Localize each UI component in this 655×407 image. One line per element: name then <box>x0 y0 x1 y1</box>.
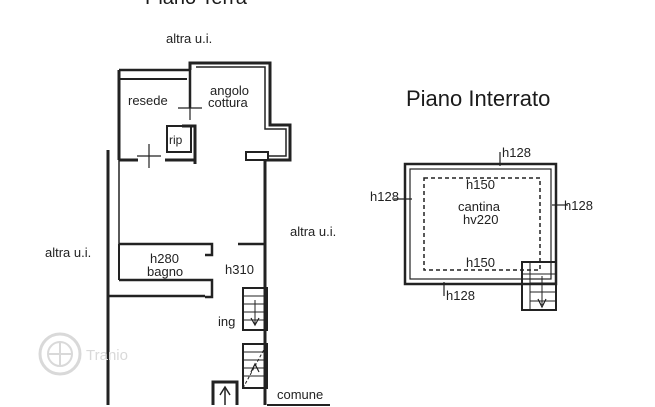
basement-h150-top: h150 <box>466 177 495 192</box>
ground-floor-walls <box>106 61 330 406</box>
basement-cantina: cantina <box>458 199 501 214</box>
label-bagno: bagno <box>147 264 183 279</box>
basement-walls <box>394 152 568 311</box>
label-ing: ing <box>218 314 235 329</box>
basement-hv220: hv220 <box>463 212 498 227</box>
label-altra-top: altra u.i. <box>166 31 212 46</box>
ground-floor-title: Piano Terra <box>145 0 248 9</box>
label-altra-right: altra u.i. <box>290 224 336 239</box>
basement-h150-bottom: h150 <box>466 255 495 270</box>
label-comune: comune <box>277 387 323 402</box>
basement-h128-right: h128 <box>564 198 593 213</box>
basement-h128-bottom: h128 <box>446 288 475 303</box>
label-angolo: angolo <box>210 83 249 98</box>
label-resede: resede <box>128 93 168 108</box>
basement-h128-left: h128 <box>370 189 399 204</box>
label-altra-left: altra u.i. <box>45 245 91 260</box>
basement-title: Piano Interrato <box>406 86 550 111</box>
label-h280: h280 <box>150 251 179 266</box>
watermark-text: Tranio <box>86 347 128 364</box>
label-rip: rip <box>169 133 183 147</box>
label-cottura: cottura <box>208 95 249 110</box>
watermark-logo: Tranio <box>38 332 128 376</box>
basement-h128-top: h128 <box>502 145 531 160</box>
label-h310: h310 <box>225 262 254 277</box>
